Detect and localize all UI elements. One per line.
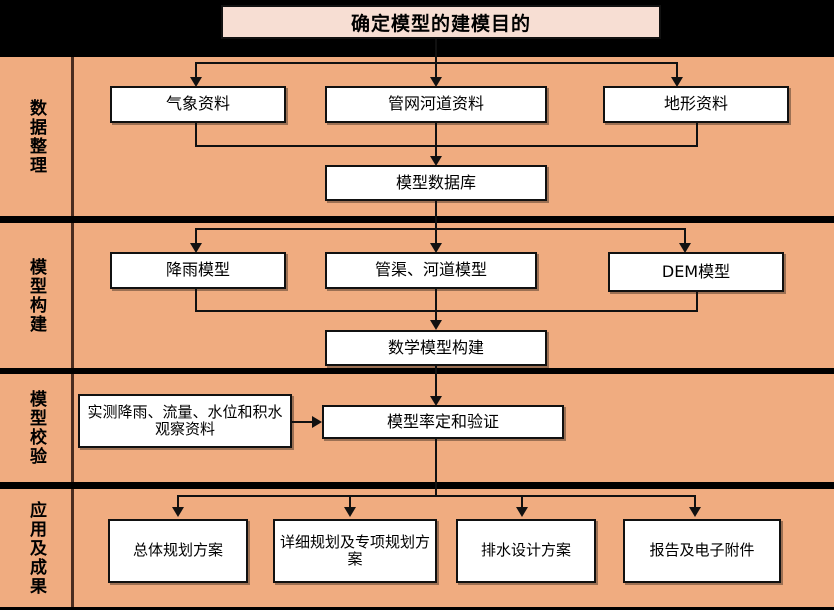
diagram-title: 确定模型的建模目的 bbox=[221, 5, 661, 39]
connector-down-database bbox=[435, 145, 437, 157]
section-divider-1 bbox=[71, 57, 74, 216]
arrowhead-row2-mid bbox=[430, 243, 442, 253]
connector-title-stem bbox=[435, 39, 437, 63]
node-calibration-validation[interactable]: 模型率定和验证 bbox=[322, 405, 564, 439]
connector-merge-row1 bbox=[195, 145, 698, 147]
connector-drop-row1-mid bbox=[435, 62, 437, 78]
arrowhead-row4-1 bbox=[172, 507, 184, 517]
connector-down-mathmodel bbox=[435, 310, 437, 321]
connector-bus-row2 bbox=[195, 228, 685, 230]
node-observed-data[interactable]: 实测降雨、流量、水位和积水观察资料 bbox=[78, 394, 292, 448]
node-terrain-data[interactable]: 地形资料 bbox=[603, 86, 789, 123]
node-detailed-plan[interactable]: 详细规划及专项规划方案 bbox=[273, 519, 437, 583]
node-report-attachments[interactable]: 报告及电子附件 bbox=[623, 519, 781, 583]
node-dem-model[interactable]: DEM模型 bbox=[608, 252, 784, 292]
connector-mathmodel-stem bbox=[435, 366, 437, 397]
connector-drop-row2-right bbox=[684, 228, 686, 244]
connector-database-stem bbox=[435, 201, 437, 228]
connector-merge-row2 bbox=[195, 310, 698, 312]
connector-up-rainfall bbox=[195, 289, 197, 310]
node-channel-river-model[interactable]: 管渠、河道模型 bbox=[325, 252, 537, 289]
node-master-plan[interactable]: 总体规划方案 bbox=[108, 519, 248, 583]
arrowhead-row2-right bbox=[679, 243, 691, 253]
arrowhead-row2-left bbox=[190, 243, 202, 253]
arrowhead-database bbox=[430, 156, 442, 166]
connector-up-channel bbox=[435, 289, 437, 310]
connector-up-terrain bbox=[696, 123, 698, 145]
section-label-data-organization: 数据整理 bbox=[26, 98, 46, 175]
connector-up-dem bbox=[696, 292, 698, 310]
connector-drop-row1-left bbox=[195, 62, 197, 78]
connector-drop-row4-2 bbox=[349, 495, 351, 508]
arrowhead-mathmodel bbox=[430, 320, 442, 330]
section-label-model-construction: 模型构建 bbox=[26, 257, 46, 334]
arrowhead-row1-mid bbox=[430, 77, 442, 87]
arrowhead-row4-3 bbox=[516, 507, 528, 517]
node-drainage-design[interactable]: 排水设计方案 bbox=[456, 519, 596, 583]
node-weather-data[interactable]: 气象资料 bbox=[110, 86, 286, 123]
arrowhead-row1-left bbox=[190, 77, 202, 87]
connector-bus-row4 bbox=[177, 495, 695, 497]
section-label-model-verification: 模型校验 bbox=[26, 390, 46, 466]
node-model-database[interactable]: 模型数据库 bbox=[325, 165, 547, 201]
connector-calibration-stem bbox=[435, 439, 437, 495]
connector-drop-row4-3 bbox=[521, 495, 523, 508]
section-divider-3 bbox=[71, 374, 74, 482]
section-label-application-results: 应用及成果 bbox=[26, 500, 46, 596]
arrowhead-calibration-left bbox=[312, 416, 322, 428]
connector-up-pipe bbox=[435, 123, 437, 145]
node-rainfall-model[interactable]: 降雨模型 bbox=[110, 252, 286, 289]
section-divider-4 bbox=[71, 489, 74, 607]
arrowhead-row4-4 bbox=[689, 507, 701, 517]
connector-observed-to-calibration bbox=[292, 421, 314, 423]
connector-drop-row1-right bbox=[676, 62, 678, 78]
connector-drop-row4-1 bbox=[177, 495, 179, 508]
connector-drop-row2-left bbox=[195, 228, 197, 244]
arrowhead-row4-2 bbox=[344, 507, 356, 517]
connector-drop-row4-4 bbox=[694, 495, 696, 508]
node-pipe-river-data[interactable]: 管网河道资料 bbox=[325, 86, 547, 123]
arrowhead-calibration bbox=[430, 396, 442, 406]
section-divider-2 bbox=[71, 223, 74, 368]
arrowhead-row1-right bbox=[671, 77, 683, 87]
connector-up-weather bbox=[195, 123, 197, 145]
node-math-model-build[interactable]: 数学模型构建 bbox=[325, 330, 547, 366]
connector-drop-row2-mid bbox=[435, 228, 437, 244]
